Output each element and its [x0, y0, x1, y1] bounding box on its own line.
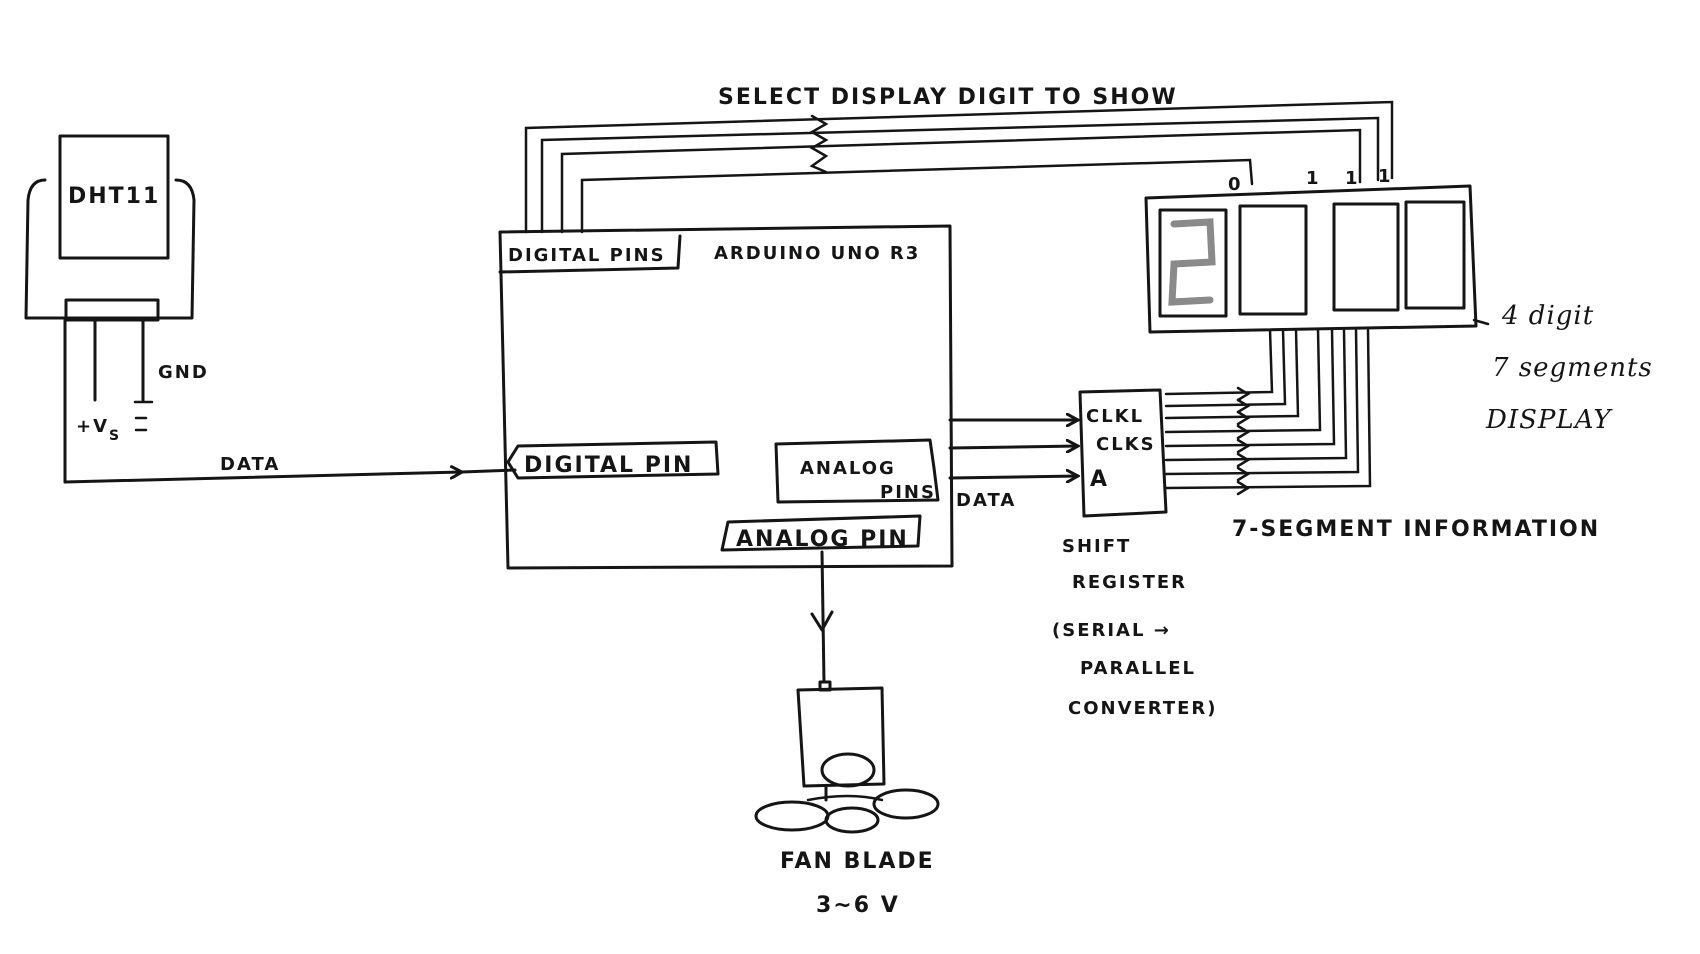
digit-window-2	[1238, 204, 1308, 316]
analog-pin-box	[720, 514, 922, 552]
pin-clkl-label: CLKL	[1086, 406, 1144, 427]
shift-caption-2: REGISTER	[1072, 572, 1187, 593]
shift-register-box	[1078, 388, 1168, 518]
digit-bit-2: 1	[1345, 168, 1360, 189]
fan-blade-left	[754, 800, 830, 832]
analog-pin-label: ANALOG PIN	[736, 527, 909, 552]
arduino-board: DIGITAL PINS ARDUINO UNO R3 DIGITAL PIN …	[498, 224, 954, 570]
arduino-title: ARDUINO UNO R3	[714, 243, 920, 264]
fan-hub	[820, 752, 876, 788]
pin-a-label: A	[1090, 467, 1109, 492]
digit-bit-0: 0	[1228, 174, 1243, 195]
analog-pins-label-2: PINS	[880, 482, 936, 503]
pin-clks-label: CLKS	[1096, 434, 1156, 455]
fan-blade-front	[824, 806, 880, 834]
fan-blade-right	[872, 788, 940, 820]
fan-motor-box	[796, 686, 886, 788]
display-outline	[1144, 184, 1478, 334]
shift-register-wires: DATA	[948, 420, 1078, 511]
digital-pin-box	[506, 440, 720, 480]
digit-window-1	[1158, 208, 1228, 318]
digit-bit-1: 1	[1306, 168, 1321, 189]
shift-caption-5: CONVERTER)	[1068, 698, 1218, 719]
digital-pins-label: DIGITAL PINS	[508, 245, 666, 266]
shift-data-label: DATA	[956, 490, 1016, 511]
select-digit-label: SELECT DISPLAY DIGIT TO SHOW	[718, 85, 1178, 110]
fan-caption-2: 3~6 V	[816, 893, 900, 918]
shift-register: CLKL CLKS A SHIFT REGISTER (SERIAL → PAR…	[1052, 388, 1218, 719]
analog-pins-box	[774, 438, 940, 504]
display-caption-2: 7 segments	[1492, 353, 1653, 383]
digit-bit-3: 1	[1378, 166, 1393, 187]
arduino-outline	[498, 224, 954, 570]
digit-window-4	[1404, 200, 1466, 310]
display-caption-1: 4 digit	[1501, 301, 1594, 331]
dht11-sensor: DHT11 GND +VS	[24, 134, 209, 484]
dht11-pin-header	[64, 298, 160, 322]
fan-caption-1: FAN BLADE	[780, 849, 935, 874]
digit-window-3	[1332, 202, 1400, 312]
shift-caption-1: SHIFT	[1062, 536, 1131, 557]
fan: FAN BLADE 3~6 V	[754, 550, 940, 918]
shift-caption-4: PARALLEL	[1080, 658, 1196, 679]
analog-pins-label-1: ANALOG	[800, 458, 896, 479]
gnd-label: GND	[158, 362, 209, 383]
segment-line-arrows	[1236, 386, 1251, 496]
data-wire-label: DATA	[220, 454, 280, 475]
data-wire: DATA	[63, 454, 517, 484]
seven-segment-display: 4 digit 7 segments DISPLAY	[1144, 184, 1653, 490]
vs-label: +VS	[76, 416, 121, 444]
digit-2-segments	[1168, 218, 1216, 306]
dht11-label: DHT11	[68, 184, 160, 209]
display-caption-3: DISPLAY	[1485, 405, 1613, 435]
segment-info-label: 7-SEGMENT INFORMATION	[1232, 517, 1600, 542]
dht11-body	[58, 134, 170, 260]
digit-select-bus: SELECT DISPLAY DIGIT TO SHOW 0 1 1 1	[524, 85, 1394, 234]
shift-caption-3: (SERIAL →	[1052, 620, 1171, 641]
digital-pin-label: DIGITAL PIN	[524, 453, 693, 478]
